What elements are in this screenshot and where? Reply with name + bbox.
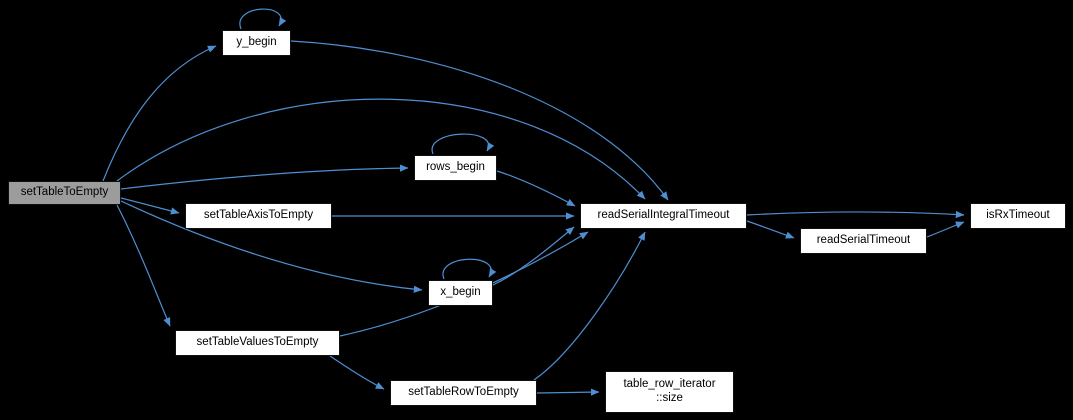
node-table-row-iterator-size[interactable]: table_row_iterator ::size	[605, 371, 734, 413]
edge-rows-begin-self	[431, 133, 495, 155]
edge-set-table-to-empty-to-set-table-axis-to-empty	[120, 197, 180, 215]
edge-set-table-to-empty-to-set-table-values-to-empty	[116, 204, 171, 327]
edge-read-serial-timeout-to-is-rx-timeout	[926, 221, 965, 238]
edge-set-table-row-to-empty-to-table-row-iterator-size	[536, 388, 600, 396]
node-y-begin[interactable]: y_begin	[222, 30, 291, 56]
edge-y-begin-to-read-serial-integral-timeout	[290, 40, 669, 201]
edge-set-table-to-empty-to-read-serial-integral-timeout	[116, 98, 646, 200]
node-set-table-values-to-empty[interactable]: setTableValuesToEmpty	[175, 330, 340, 356]
edge-read-serial-integral-timeout-to-is-rx-timeout	[746, 210, 965, 219]
node-set-table-axis-to-empty[interactable]: setTableAxisToEmpty	[185, 203, 332, 229]
node-is-rx-timeout[interactable]: isRxTimeout	[970, 203, 1066, 229]
node-set-table-row-to-empty[interactable]: setTableRowToEmpty	[390, 380, 537, 406]
edge-read-serial-integral-timeout-to-read-serial-timeout	[746, 220, 795, 239]
node-x-begin[interactable]: x_begin	[428, 280, 493, 306]
edge-rows-begin-to-read-serial-integral-timeout	[496, 170, 576, 207]
edge-set-table-row-to-empty-to-read-serial-integral-timeout	[533, 231, 646, 381]
edge-set-table-values-to-empty-to-set-table-row-to-empty	[329, 355, 385, 390]
edge-set-table-to-empty-to-y-begin	[102, 45, 217, 182]
node-read-serial-integral-timeout[interactable]: readSerialIntegralTimeout	[580, 203, 747, 229]
edge-x-begin-to-read-serial-integral-timeout	[492, 226, 575, 286]
edge-set-table-to-empty-to-rows-begin	[120, 164, 409, 190]
edge-x-begin-self	[442, 258, 497, 280]
edge-set-table-to-empty-to-x-begin	[120, 200, 423, 293]
edge-y-begin-self	[239, 8, 287, 30]
node-set-table-to-empty: setTableToEmpty	[8, 181, 121, 205]
node-read-serial-timeout[interactable]: readSerialTimeout	[800, 228, 927, 254]
node-rows-begin[interactable]: rows_begin	[414, 155, 497, 181]
